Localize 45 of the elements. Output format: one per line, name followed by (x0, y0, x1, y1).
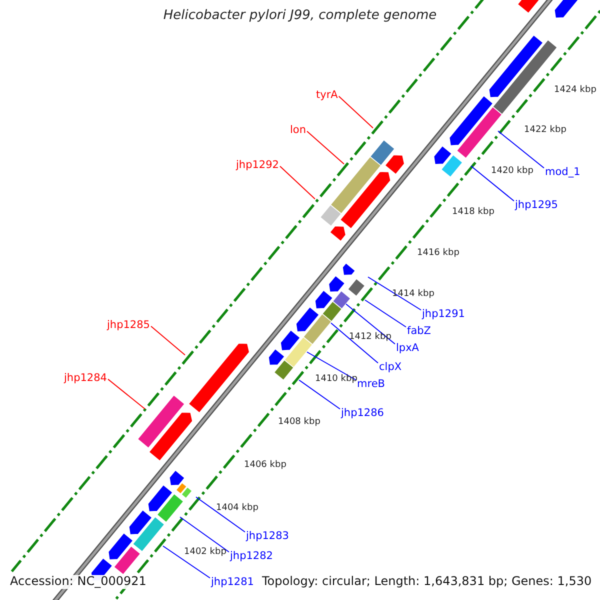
gene-label: jhp1295 (515, 199, 558, 212)
scale-label: 1406 kbp (244, 460, 286, 470)
leader-line (162, 546, 210, 578)
scale-label: 1424 kbp (554, 85, 596, 96)
gene-label: jhp1286 (341, 407, 384, 420)
map-title: Helicobacter pylori J99, complete genome (162, 9, 438, 24)
gene-label: jhp1281 (211, 576, 254, 588)
leader-line (298, 380, 340, 410)
scale-label: 1408 kbp (278, 417, 320, 428)
leader-line (180, 516, 230, 552)
leader-line (306, 352, 356, 380)
gene-label: clpX (379, 361, 402, 374)
gene-label: jhp1292 (236, 159, 279, 172)
leader-line (150, 326, 186, 356)
gene-label: jhp1282 (230, 550, 273, 562)
leader-line (346, 304, 396, 344)
leader-line (498, 130, 544, 168)
scale-label: 1420 kbp (491, 166, 534, 176)
gene-label: tyrA (316, 89, 338, 102)
leader-line (470, 166, 514, 202)
gene-label: jhp1291 (422, 308, 465, 320)
accession-text: Accession: NC_000921 (10, 575, 146, 589)
scale-label: 1418 kbp (452, 207, 494, 218)
scale-label: 1416 kbp (417, 248, 460, 258)
leader-line (368, 276, 422, 310)
gene-label: jhp1283 (246, 530, 289, 542)
gene-label: lon (290, 124, 306, 136)
leader-line (364, 300, 406, 328)
gene-label: fabZ (407, 325, 431, 338)
gene-label: jhp1285 (107, 319, 150, 332)
scale-label: 1402 kbp (184, 547, 226, 558)
leader-line (330, 322, 378, 364)
scale-label: 1422 kbp (524, 125, 566, 136)
leader-line (338, 96, 374, 128)
leader-line (108, 378, 146, 410)
gene-label: lpxA (396, 342, 419, 354)
gene-label: jhp1284 (64, 372, 107, 384)
scale-label: 1404 kbp (216, 503, 258, 514)
leader-line (306, 130, 344, 164)
leader-line (280, 166, 316, 200)
genome-info-text: Topology: circular; Length: 1,643,831 bp; Genes: 1,530 (262, 575, 592, 589)
leader-line (196, 496, 246, 532)
gene-label: mreB (357, 378, 385, 390)
scale-label: 1410 kbp (315, 374, 358, 384)
gene-label: mod_1 (545, 166, 580, 178)
